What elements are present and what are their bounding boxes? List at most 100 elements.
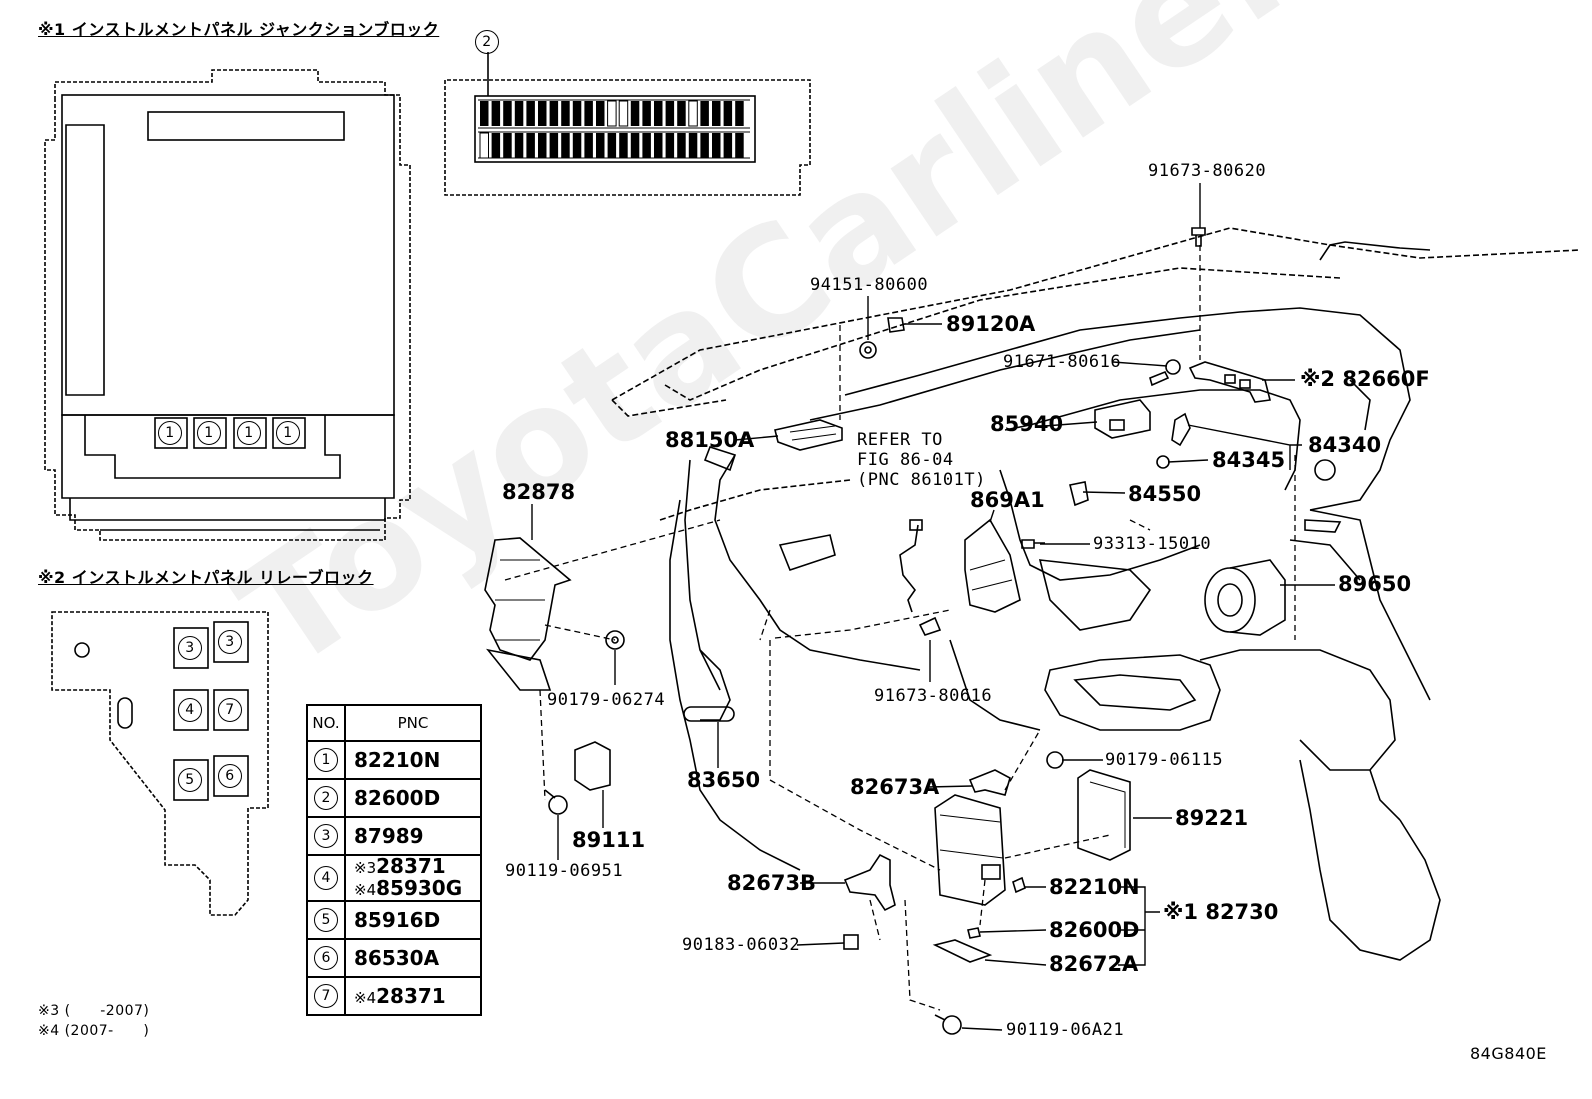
part-90183-06032: 90183-06032 [682, 935, 801, 955]
part-90119-06951: 90119-06951 [505, 861, 624, 881]
part-82878: 82878 [502, 480, 576, 504]
fuse-cell [630, 101, 640, 126]
part-89650: 89650 [1338, 572, 1412, 596]
row-pnc: 82600D [344, 778, 482, 818]
part-83650: 83650 [687, 768, 761, 792]
fuse-cell [677, 133, 686, 158]
row-pnc: 87989 [344, 816, 482, 856]
fuse-cell [688, 100, 698, 127]
fuse-cell [642, 101, 651, 126]
fuse-cell [607, 100, 617, 127]
fuse-cell [677, 101, 686, 126]
part-91673-80620: 91673-80620 [1148, 161, 1267, 181]
row-number: 1 [314, 748, 338, 772]
fuse-cell [654, 133, 663, 158]
junction-block-drawing [44, 69, 411, 541]
part-869A1: 869A1 [970, 488, 1045, 512]
guide-lines [504, 245, 1296, 1011]
callout-5: 5 [178, 768, 202, 792]
row-pnc: ※428371 [344, 976, 482, 1016]
fuse-cell [700, 101, 709, 126]
callout-1-b: 1 [197, 421, 221, 445]
fuse-cell [549, 133, 559, 158]
fuse-cell [700, 133, 709, 158]
fuse-cell [619, 133, 628, 158]
part-82660F: ※2 82660F [1300, 367, 1430, 391]
fuse-cell [538, 101, 547, 126]
fuse-cell [607, 133, 617, 158]
header-pnc: PNC [344, 704, 482, 742]
pnc-table: NO. PNC 1 82210N 2 82600D 3 87989 4 ※328… [306, 704, 482, 1016]
footnote-4: ※4 (2007- ) [38, 1023, 150, 1039]
part-89111: 89111 [572, 828, 646, 852]
table-row: 4 ※328371 ※485930G [306, 854, 482, 902]
fuse-cell [630, 133, 640, 158]
part-88150A: 88150A [665, 428, 755, 452]
fuse-cell [538, 133, 547, 158]
fuse-cell [688, 133, 698, 158]
row-pnc: 86530A [344, 938, 482, 978]
fuse-cell [479, 132, 489, 159]
row-number: 5 [314, 908, 338, 932]
fuse-cell [712, 133, 721, 158]
part-82672A: 82672A [1049, 952, 1139, 976]
fuse-cell [561, 101, 570, 126]
part-91673-80616: 91673-80616 [874, 686, 993, 706]
fuse-cell [618, 100, 629, 127]
table-row: 3 87989 [306, 816, 482, 856]
part-82210N: 82210N [1049, 875, 1140, 899]
row-number: 7 [314, 984, 338, 1008]
row-number: 6 [314, 946, 338, 970]
callout-1-c: 1 [237, 421, 261, 445]
part-85940: 85940 [990, 412, 1064, 436]
fuse-cell [735, 133, 744, 158]
part-82673A: 82673A [850, 775, 940, 799]
row-pnc: 85916D [344, 900, 482, 940]
callout-3-b: 3 [218, 630, 242, 654]
part-84340: 84340 [1308, 433, 1382, 457]
table-row: 2 82600D [306, 778, 482, 818]
callout-1-a: 1 [158, 421, 182, 445]
callout-7: 7 [218, 698, 242, 722]
fuse-cell [723, 101, 733, 126]
part-94151-80600: 94151-80600 [810, 275, 929, 295]
part-84345: 84345 [1212, 448, 1286, 472]
fuse-cell [491, 133, 501, 158]
fuse-cell [572, 133, 582, 158]
fuse-cell [596, 101, 605, 126]
part-90179-06274: 90179-06274 [547, 690, 666, 710]
fuse-cell [526, 101, 535, 126]
fuse-cell [503, 101, 512, 126]
part-90119-06A21: 90119-06A21 [1006, 1020, 1125, 1040]
figure-code: 84G840E [1470, 1044, 1547, 1063]
relay-block-heading: ※2 インストルメントパネル リレーブロック [38, 568, 374, 587]
fuse-cell [584, 133, 593, 158]
fuse-cell [503, 133, 512, 158]
fuse-strip-drawing [444, 52, 811, 196]
row-pnc: 82210N [344, 740, 482, 780]
part-82730: ※1 82730 [1163, 900, 1279, 924]
part-84550: 84550 [1128, 482, 1202, 506]
table-row: 6 86530A [306, 938, 482, 978]
leader-lines [531, 183, 1335, 1031]
row-number: 3 [314, 824, 338, 848]
part-82600D: 82600D [1049, 918, 1140, 942]
callout-3-a: 3 [178, 636, 202, 660]
callout-2-fuse-strip: 2 [475, 30, 499, 54]
header-no: NO. [306, 704, 346, 742]
callout-1-d: 1 [276, 421, 300, 445]
row-pnc: ※328371 ※485930G [344, 854, 482, 902]
part-91671-80616: 91671-80616 [1003, 352, 1122, 372]
refer-note: REFER TO FIG 86-04 (PNC 86101T) [857, 430, 986, 490]
fuse-cell [491, 101, 501, 126]
relay-block-drawing [51, 611, 269, 916]
instrument-panel-drawing [611, 227, 1581, 521]
fuse-cell [735, 101, 744, 126]
footnote-3: ※3 ( -2007) [38, 1003, 150, 1019]
fuse-cell [665, 133, 675, 158]
part-93313-15010: 93313-15010 [1093, 534, 1212, 554]
junction-block-heading: ※1 インストルメントパネル ジャンクションブロック [38, 20, 440, 39]
fuse-cell [480, 101, 489, 126]
fuse-cell [642, 133, 651, 158]
pnc-table-header: NO. PNC [306, 704, 482, 742]
